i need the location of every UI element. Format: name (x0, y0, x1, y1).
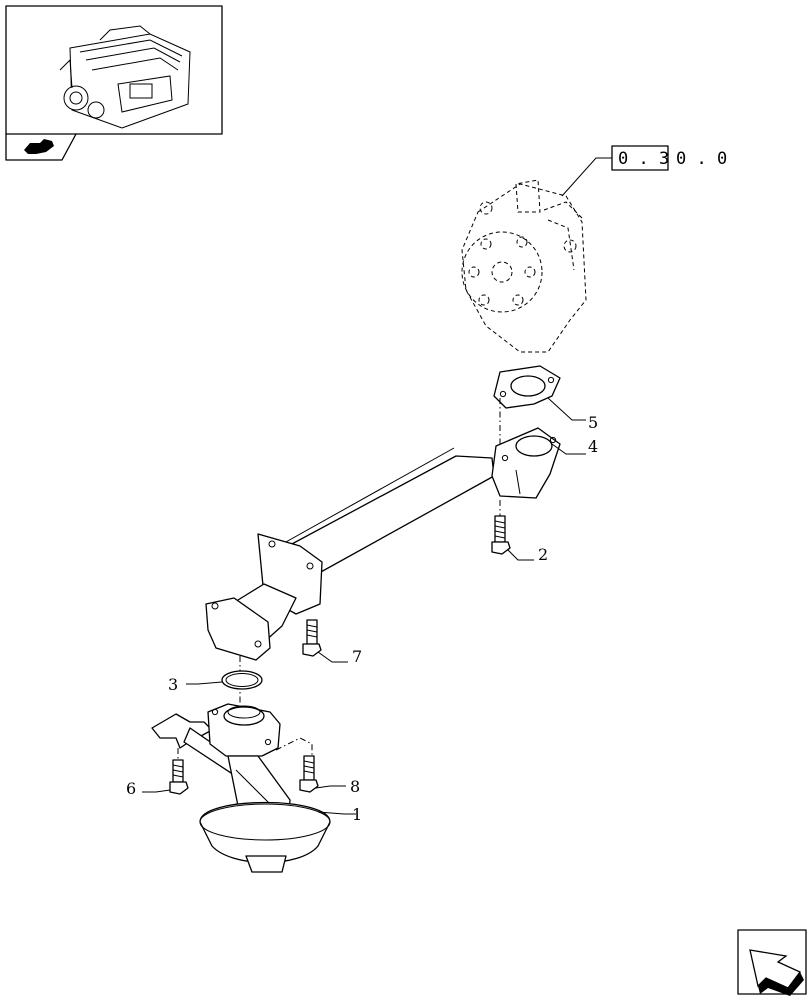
callout-7: 7 (352, 647, 362, 666)
reference-rest-text: 0 . 0 (676, 149, 727, 169)
next-arrow-icon[interactable] (737, 929, 807, 996)
delivery-pipe-part-4[interactable] (205, 427, 561, 661)
callout-8: 8 (350, 777, 360, 796)
gasket-part-5[interactable] (493, 365, 561, 409)
callout-2: 2 (538, 545, 548, 564)
callout-4-group: 4 (551, 437, 598, 456)
engine-thumbnail-icon[interactable] (5, 5, 223, 135)
strainer-part-1[interactable]: 1 (151, 703, 362, 873)
section-reference[interactable]: 0 . 3 0 . 0 (561, 145, 727, 197)
screw-part-6[interactable]: 6 (126, 759, 189, 798)
screw-part-8[interactable]: 8 (299, 755, 360, 796)
screw-part-7[interactable]: 7 (302, 619, 362, 666)
callout-5-group: 5 (547, 397, 598, 432)
callout-3: 3 (168, 675, 178, 694)
callout-5: 5 (588, 413, 598, 432)
callout-1: 1 (352, 805, 362, 824)
o-ring-part-3[interactable]: 3 (168, 670, 263, 694)
callout-6: 6 (126, 779, 136, 798)
hand-pointer-icon[interactable] (5, 133, 77, 161)
oil-pump-ghost (461, 179, 587, 353)
screw-part-2[interactable]: 2 (491, 500, 548, 564)
callout-4: 4 (588, 437, 598, 456)
reference-boxed-text: 0 . 3 (618, 149, 669, 169)
